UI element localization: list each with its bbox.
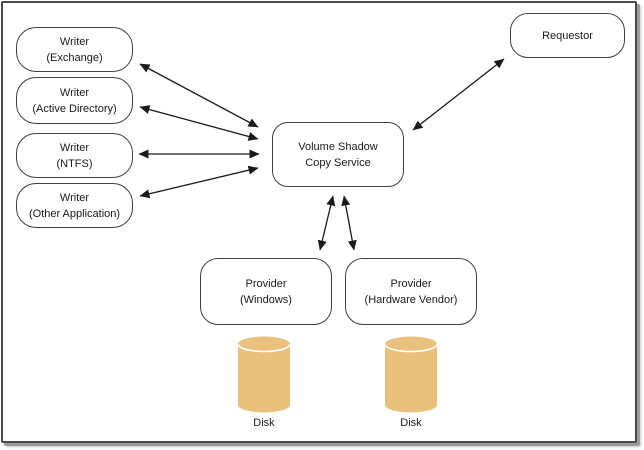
arrow-writer-exchange-vss	[139, 63, 259, 128]
arrow-writer-activedirectory-vss	[139, 105, 259, 141]
writer-active-directory-line2: (Active Directory)	[32, 102, 117, 115]
disk-cylinder-hardware	[384, 336, 438, 413]
disk-cylinder-top-separator	[384, 343, 438, 353]
requestor-label: Requestor	[542, 29, 593, 42]
node-volume-shadow-copy-service: Volume Shadow Copy Service	[272, 122, 404, 187]
node-provider-hardware-vendor: Provider (Hardware Vendor)	[345, 258, 477, 325]
arrow-writer-otherapp-vss	[139, 165, 259, 199]
provider-windows-line2: (Windows)	[240, 293, 292, 306]
arrow-vss-provider-windows	[317, 195, 336, 251]
writer-ntfs-line2: (NTFS)	[56, 157, 93, 170]
node-writer-exchange: Writer (Exchange)	[16, 27, 133, 72]
node-writer-ntfs: Writer (NTFS)	[16, 133, 133, 178]
node-requestor: Requestor	[510, 13, 625, 58]
vss-line1: Volume Shadow	[298, 140, 378, 153]
node-provider-windows: Provider (Windows)	[200, 258, 332, 325]
provider-hardware-vendor-line2: (Hardware Vendor)	[364, 293, 458, 306]
writer-active-directory-line1: Writer	[59, 86, 90, 99]
provider-hardware-vendor-line1: Provider	[390, 277, 432, 290]
disk-label-hardware: Disk	[400, 417, 422, 429]
disk-label-windows: Disk	[253, 417, 275, 429]
node-writer-other-application: Writer (Other Application)	[16, 183, 133, 228]
disk-cylinder-body	[238, 336, 290, 413]
provider-windows-line1: Provider	[245, 277, 287, 290]
arrow-vss-provider-hardware	[341, 195, 357, 251]
writer-other-application-line2: (Other Application)	[28, 207, 121, 220]
writer-other-application-line1: Writer	[59, 191, 90, 204]
arrow-requestor-vss	[412, 58, 505, 131]
disk-cylinder-top-separator	[237, 343, 291, 353]
writer-exchange-line2: (Exchange)	[46, 51, 103, 64]
disk-cylinder-windows	[237, 336, 291, 413]
disk-cylinder-body	[385, 336, 437, 413]
writer-exchange-line1: Writer	[59, 35, 90, 48]
writer-ntfs-line1: Writer	[59, 141, 90, 154]
node-writer-active-directory: Writer (Active Directory)	[16, 77, 133, 124]
vss-line2: Copy Service	[305, 156, 371, 169]
